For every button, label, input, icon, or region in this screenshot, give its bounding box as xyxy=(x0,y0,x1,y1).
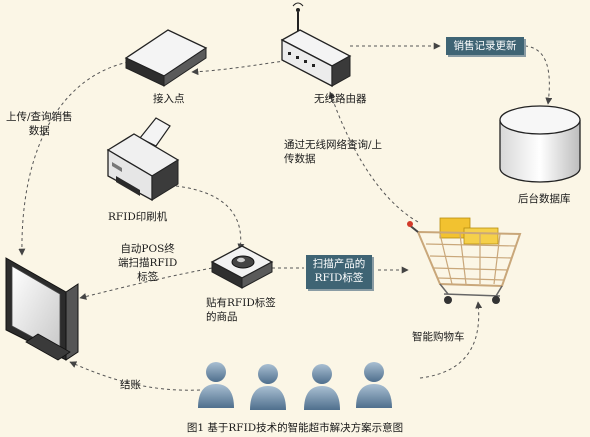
tagged-product-label: 贴有RFID标签 的商品 xyxy=(206,296,276,324)
upload-query-line-1: 上传/查询销售 xyxy=(6,111,73,123)
wireless-query-line-2: 传数据 xyxy=(284,153,316,165)
scan-tag-box: 扫描产品的 RFID标签 xyxy=(306,255,372,289)
edge-printer-to-product xyxy=(175,185,245,251)
edge-product-to-pos xyxy=(79,267,213,300)
upload-query-label: 上传/查询销售 数据 xyxy=(6,110,73,138)
wireless-query-label: 通过无线网络查询/上 传数据 xyxy=(284,138,382,166)
customers-group xyxy=(198,362,392,410)
edge-router-to-access xyxy=(191,59,293,76)
database-icon xyxy=(499,105,581,183)
backend-db-label: 后台数据库 xyxy=(518,193,571,205)
scan-tag-line-2: RFID标签 xyxy=(314,272,364,284)
pos-terminal-label: 自动POS终 端扫描RFID 标签 xyxy=(118,242,177,284)
rfid-printer-icon xyxy=(106,117,180,202)
access-point-label: 接入点 xyxy=(153,93,185,105)
wireless-router-label: 无线路由器 xyxy=(314,93,367,105)
connectors xyxy=(18,42,553,391)
person-icon xyxy=(250,364,286,410)
pos-terminal-line-2: 端扫描RFID xyxy=(118,257,178,269)
person-icon xyxy=(304,364,340,410)
pos-terminal-line-3: 标签 xyxy=(137,271,159,283)
tagged-product-icon xyxy=(210,245,274,289)
wireless-query-line-1: 通过无线网络查询/上 xyxy=(284,139,383,151)
pos-terminal-line-1: 自动POS终 xyxy=(120,243,175,255)
person-icon xyxy=(356,362,392,408)
sales-update-box: 销售记录更新 xyxy=(446,37,524,55)
wireless-router-icon xyxy=(280,2,352,88)
rfid-printer-label: RFID印刷机 xyxy=(108,211,168,223)
scan-tag-line-1: 扫描产品的 xyxy=(312,258,366,270)
shopping-cart-icon xyxy=(407,217,522,304)
smart-cart-label: 智能购物车 xyxy=(412,331,465,343)
checkout-label: 结账 xyxy=(120,379,141,391)
tagged-product-line-1: 贴有RFID标签 xyxy=(206,297,276,309)
figure-caption: 图1 基于RFID技术的智能超市解决方案示意图 xyxy=(186,422,404,434)
edge-sales-to-db xyxy=(524,45,553,105)
tagged-product-line-2: 的商品 xyxy=(206,311,238,323)
pos-terminal-icon xyxy=(5,257,79,361)
sales-update-label: 销售记录更新 xyxy=(453,40,517,52)
access-point-icon xyxy=(124,29,208,87)
edge-cart-to-router xyxy=(328,91,419,223)
edge-people-to-cart xyxy=(419,301,483,379)
upload-query-line-2: 数据 xyxy=(28,125,50,137)
person-icon xyxy=(198,362,234,408)
edge-access-to-pos xyxy=(18,59,141,256)
